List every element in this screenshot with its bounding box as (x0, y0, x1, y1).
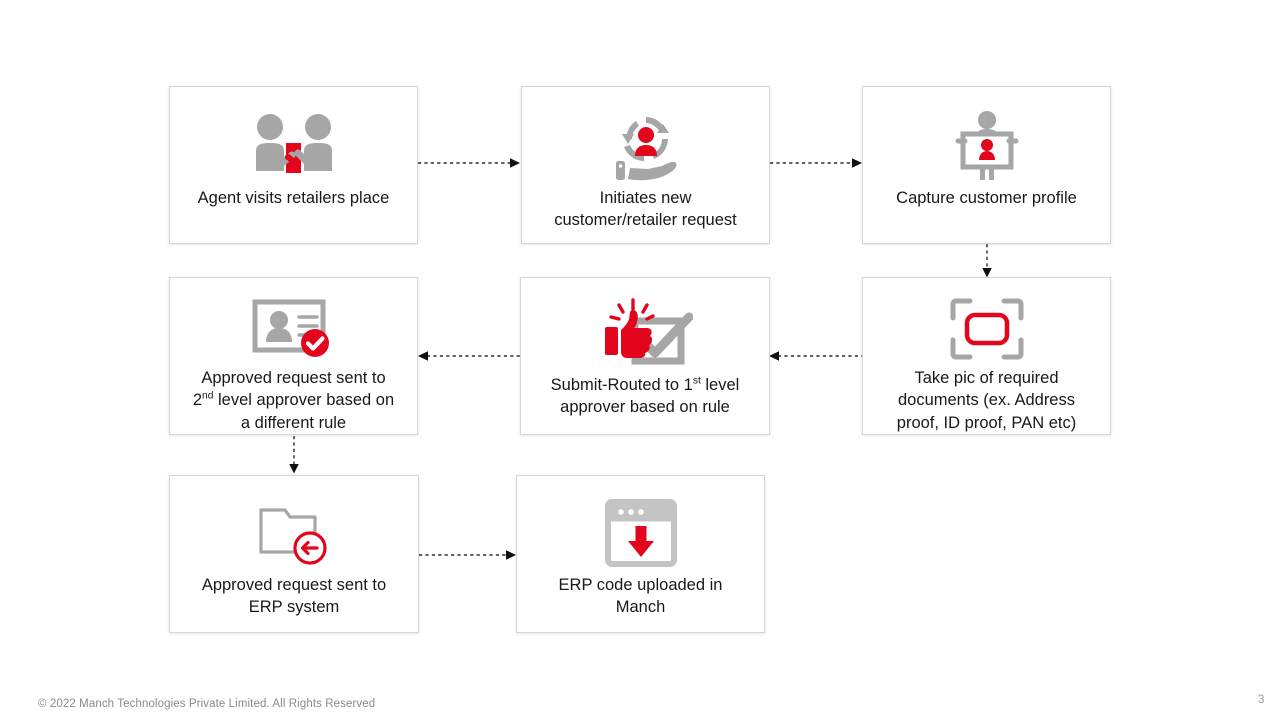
caption-line: ERP code uploaded in (558, 576, 723, 594)
flow-node-erpupload-caption: ERP code uploaded in Manch (517, 574, 764, 619)
caption-ordinal-number: 2 (192, 391, 203, 410)
caption-line: Initiates new (599, 189, 692, 207)
flow-node-agent-visits-retailers[interactable]: Agent visits retailers place (169, 86, 418, 244)
new-customer-request-icon (602, 109, 690, 188)
caption-line-rest: level (700, 376, 740, 394)
handshake-people-icon (246, 113, 342, 184)
caption-line: Take pic of required (914, 368, 1059, 387)
flow-node-approved-to-erp[interactable]: Approved request sent to ERP system (169, 475, 419, 633)
folder-arrow-left-icon (255, 500, 333, 571)
flow-node-submit1-caption: Submit-Routed to 1st level approver base… (521, 374, 769, 419)
icon-container (170, 109, 417, 187)
flow-node-approver2-caption: Approved request sent to 2nd level appro… (170, 367, 417, 434)
caption-line: ERP system (248, 598, 340, 617)
id-card-approved-icon (251, 298, 337, 365)
capture-frame-icon (950, 298, 1024, 365)
page-number: 3 (1258, 694, 1265, 706)
caption-line: documents (ex. Address (897, 391, 1075, 410)
icon-container (863, 109, 1110, 187)
icon-container (170, 296, 417, 367)
flow-node-takepic-caption: Take pic of required documents (ex. Addr… (863, 367, 1110, 434)
flow-node-capture-customer-profile[interactable]: Capture customer profile (862, 86, 1111, 244)
caption-line: Capture customer profile (896, 189, 1077, 207)
flow-node-initiates-caption: Initiates new customer/retailer request (522, 187, 769, 232)
caption-line: a different rule (240, 413, 347, 432)
caption-line: proof, ID proof, PAN etc) (896, 413, 1077, 432)
caption-line: Approved request sent to (201, 576, 387, 594)
caption-line: 2nd level approver based on (182, 389, 405, 411)
footer-copyright: © 2022 Manch Technologies Private Limite… (38, 698, 376, 710)
connector-takepic-to-submit1 (766, 348, 866, 364)
connector-initiate-to-capture (770, 155, 865, 171)
flow-node-capture-caption: Capture customer profile (863, 187, 1110, 209)
caption-line: Agent visits retailers place (197, 189, 390, 207)
caption-line: Approved request sent to (201, 368, 386, 387)
flow-node-agent-caption: Agent visits retailers place (170, 187, 417, 209)
icon-container (521, 296, 769, 374)
caption-line: Submit-Routed to 1st level (533, 374, 757, 396)
caption-ordinal-suffix: nd (202, 390, 214, 402)
caption-line: Manch (615, 598, 666, 617)
connector-capture-to-takepic (979, 244, 995, 280)
flow-node-initiates-request[interactable]: Initiates new customer/retailer request (521, 86, 770, 244)
icon-container (517, 496, 764, 574)
browser-download-icon (604, 498, 677, 572)
caption-line-rest: level approver based on (213, 391, 395, 410)
flow-node-submit-first-level[interactable]: Submit-Routed to 1st level approver base… (520, 277, 770, 435)
icon-container (863, 296, 1110, 367)
flow-node-approved-second-level[interactable]: Approved request sent to 2nd level appro… (169, 277, 418, 435)
flow-node-erpsent-caption: Approved request sent to ERP system (170, 574, 418, 619)
thumbs-up-approval-icon (597, 297, 694, 374)
icon-container (522, 109, 769, 187)
caption-line-start: Submit-Routed to 1 (550, 376, 693, 394)
caption-line: approver based on rule (560, 398, 730, 417)
connector-agent-to-initiate (418, 155, 523, 171)
icon-container (170, 496, 418, 574)
caption-ordinal-suffix: st (692, 375, 701, 387)
caption-line: customer/retailer request (554, 211, 737, 230)
connector-submit1-to-approver2 (415, 348, 523, 364)
connector-erpsent-to-erpupload (419, 547, 519, 563)
flow-node-take-pic-documents[interactable]: Take pic of required documents (ex. Addr… (862, 277, 1111, 435)
flow-node-erp-code-uploaded[interactable]: ERP code uploaded in Manch (516, 475, 765, 633)
customer-profile-board-icon (952, 110, 1022, 187)
connector-approver2-to-erpsent (286, 436, 302, 476)
